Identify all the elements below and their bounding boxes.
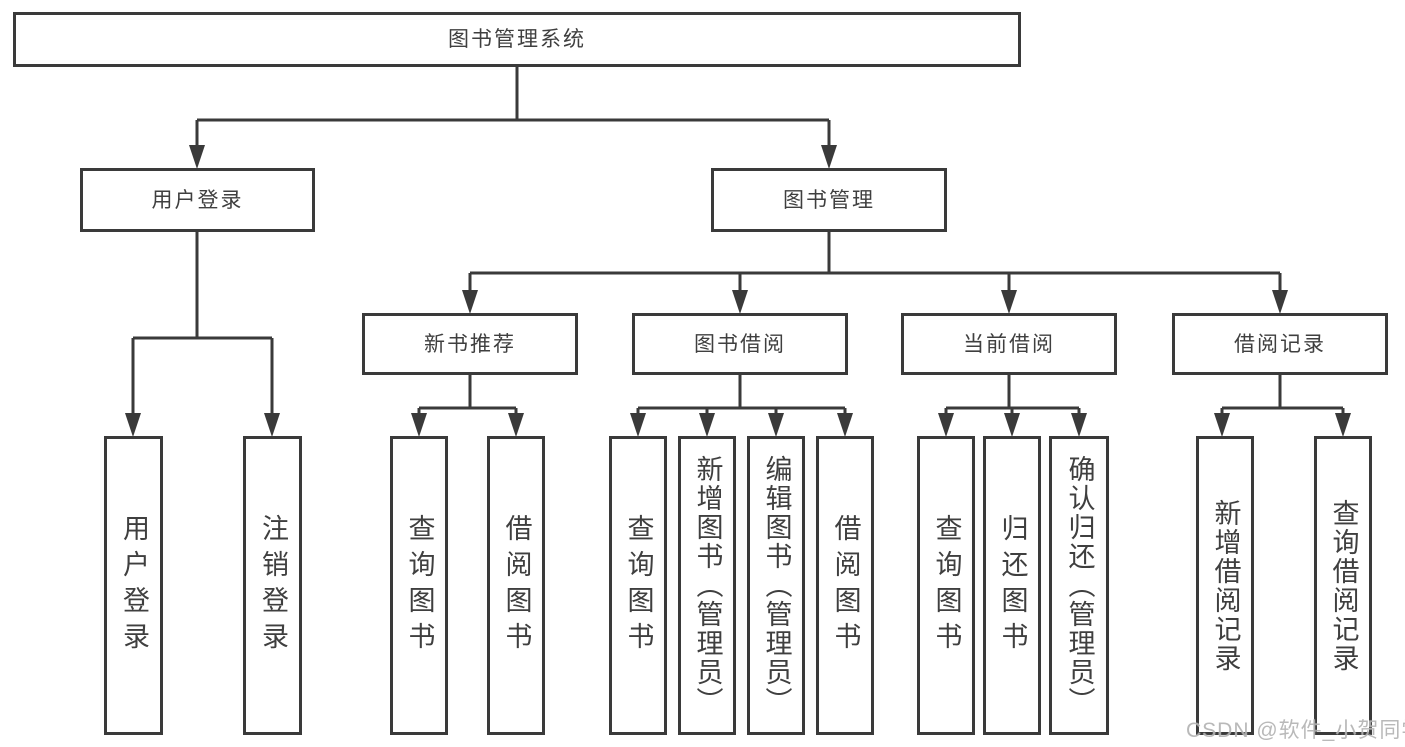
arrow-down-icon xyxy=(699,413,715,437)
leaf-query-borrow-record: 查询借阅记录 xyxy=(1314,436,1372,735)
node-new-book-recommend: 新书推荐 xyxy=(362,313,578,375)
leaf-query-books-borrow: 查询图书 xyxy=(609,436,667,735)
leaf-query-books-current: 查询图书 xyxy=(917,436,975,735)
arrow-down-icon xyxy=(189,145,205,169)
node-root: 图书管理系统 xyxy=(13,12,1021,67)
leaf-add-book-admin: 新增图书（管理员） xyxy=(678,436,736,735)
arrow-down-icon xyxy=(1214,413,1230,437)
connector-book-management-children xyxy=(468,231,1282,293)
arrow-down-icon xyxy=(1004,413,1020,437)
arrow-down-icon xyxy=(837,413,853,437)
arrow-down-icon xyxy=(768,413,784,437)
connector-user-login-children xyxy=(131,231,274,416)
leaf-logout: 注销登录 xyxy=(243,436,302,735)
leaf-return-books: 归还图书 xyxy=(983,436,1041,735)
leaf-borrow-books-recommend: 借阅图书 xyxy=(487,436,545,735)
arrow-down-icon xyxy=(630,413,646,437)
leaf-borrow-books: 借阅图书 xyxy=(816,436,874,735)
node-current-borrow: 当前借阅 xyxy=(901,313,1117,375)
arrow-down-icon xyxy=(125,413,141,437)
leaf-query-books-recommend: 查询图书 xyxy=(390,436,448,735)
node-book-management: 图书管理 xyxy=(711,168,947,232)
arrow-down-icon xyxy=(508,413,524,437)
connector-root-to-level2 xyxy=(195,66,831,148)
arrow-down-icon xyxy=(821,145,837,169)
arrow-down-icon xyxy=(938,413,954,437)
watermark: CSDN @软件_小贺同学 xyxy=(1186,719,1405,742)
arrow-down-icon xyxy=(1272,290,1288,314)
arrow-down-icon xyxy=(1001,290,1017,314)
node-borrow-records: 借阅记录 xyxy=(1172,313,1388,375)
leaf-edit-book-admin: 编辑图书（管理员） xyxy=(747,436,805,735)
connector-current-borrow-children xyxy=(944,374,1081,416)
leaf-user-login: 用户登录 xyxy=(104,436,163,735)
arrow-down-icon xyxy=(264,413,280,437)
arrow-down-icon xyxy=(1335,413,1351,437)
arrow-down-icon xyxy=(411,413,427,437)
leaf-confirm-return-admin: 确认归还（管理员） xyxy=(1049,436,1109,735)
arrow-down-icon xyxy=(462,290,478,314)
connector-borrow-records-children xyxy=(1220,374,1345,416)
leaf-add-borrow-record: 新增借阅记录 xyxy=(1196,436,1254,735)
connector-new-book-recommend-children xyxy=(417,374,518,416)
arrow-down-icon xyxy=(732,290,748,314)
node-user-login: 用户登录 xyxy=(80,168,315,232)
connector-book-borrow-children xyxy=(636,374,847,416)
node-book-borrow: 图书借阅 xyxy=(632,313,848,375)
arrow-down-icon xyxy=(1071,413,1087,437)
